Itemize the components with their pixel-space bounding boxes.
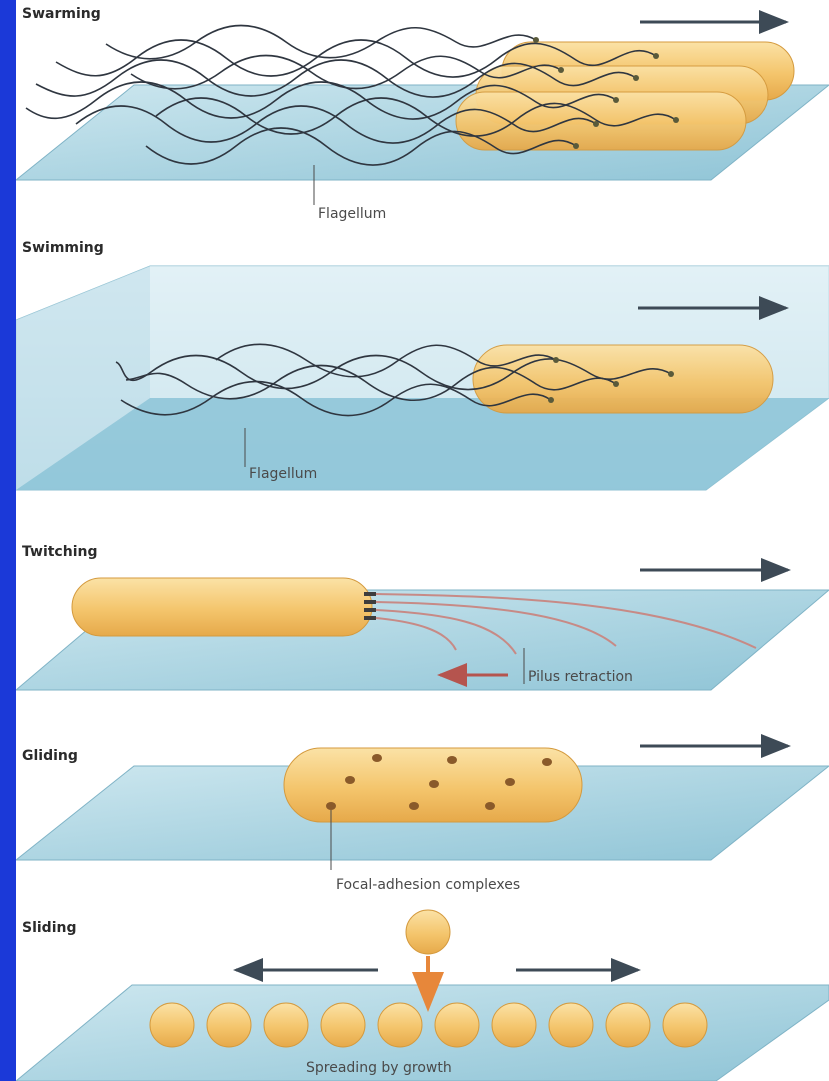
dividing-cell xyxy=(406,910,450,954)
diagram-panel: Swarming Flagellum Swimming xyxy=(16,0,829,1081)
swimming-panel: Swimming Flagellum xyxy=(16,240,829,490)
gliding-title: Gliding xyxy=(22,748,78,764)
sliding-panel: Sliding Spreading by growth xyxy=(16,910,829,1081)
sliding-title: Sliding xyxy=(22,920,77,936)
swarming-cells xyxy=(456,42,794,150)
swimming-callout: Flagellum xyxy=(249,466,317,482)
gliding-callout: Focal-adhesion complexes xyxy=(336,877,520,893)
twitching-callout: Pilus retraction xyxy=(528,669,633,685)
swimming-title: Swimming xyxy=(22,240,104,256)
gliding-panel: Gliding Focal-adhesion complexes xyxy=(16,746,829,893)
swimming-cell xyxy=(473,345,773,413)
swarming-title: Swarming xyxy=(22,6,101,22)
twitching-title: Twitching xyxy=(22,544,98,560)
twitching-panel: Twitching Pilus retraction xyxy=(16,544,829,690)
swarming-cell xyxy=(456,92,746,150)
sliding-callout: Spreading by growth xyxy=(306,1060,452,1076)
swarming-callout: Flagellum xyxy=(318,206,386,222)
twitching-cell xyxy=(72,578,372,636)
swarming-panel: Swarming Flagellum xyxy=(16,6,829,222)
bacterial-motility-diagram: Swarming Flagellum Swimming xyxy=(16,0,829,1081)
